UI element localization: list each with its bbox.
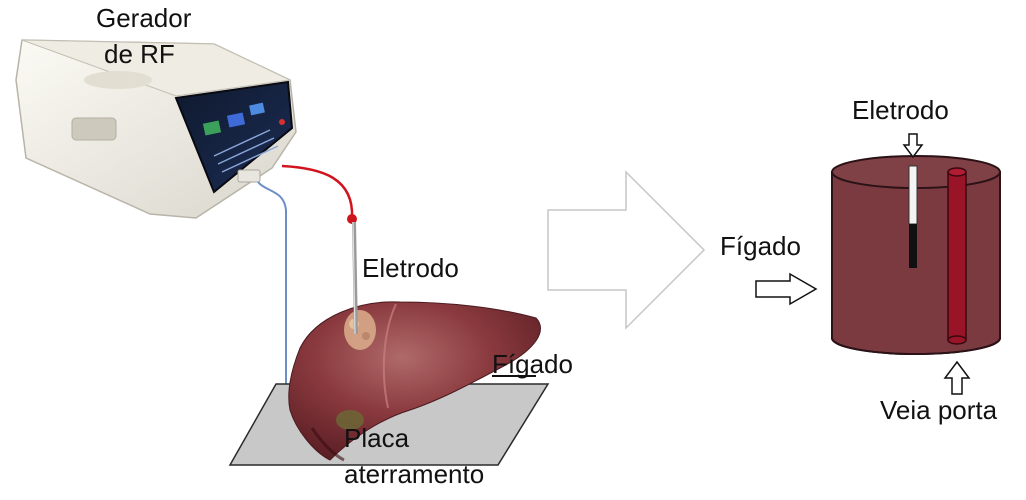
generator-label-line1: Gerador [96, 4, 191, 33]
blue-cable [258, 182, 286, 384]
liver-right-arrow [756, 274, 816, 304]
portal-vein-label: Veia porta [880, 396, 997, 425]
portal-vein-tube [948, 168, 966, 344]
electrode-right-label: Eletrodo [852, 96, 949, 125]
liver-left-label: Fígado [492, 350, 573, 379]
vein-up-arrow [945, 362, 969, 394]
electrode-left-label: Eletrodo [362, 254, 459, 283]
big-arrow [548, 172, 704, 328]
red-cable [282, 166, 352, 218]
plate-label-line1: Placa [344, 424, 409, 453]
electrode-down-arrow [904, 134, 922, 157]
cylinder-electrode [909, 166, 917, 268]
liver-right-label: Fígado [720, 232, 801, 261]
plate-label-line2: aterramento [344, 460, 484, 489]
generator-label-line2: de RF [104, 40, 175, 69]
